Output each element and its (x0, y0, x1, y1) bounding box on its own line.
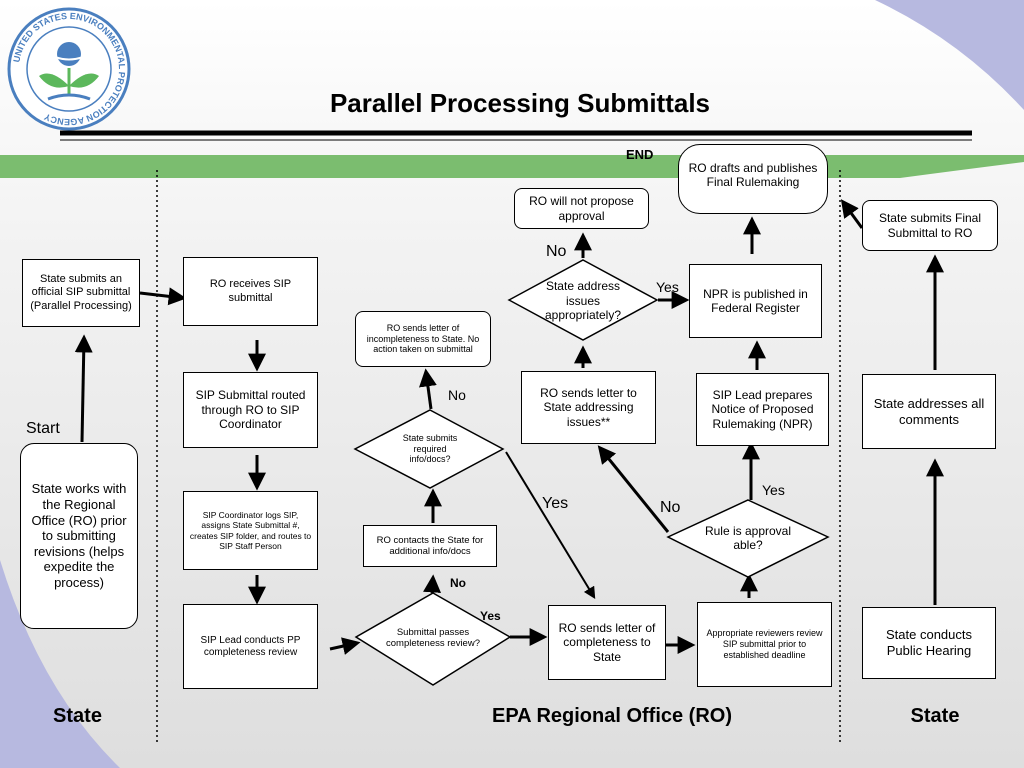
lane-label-epa: EPA Regional Office (RO) (491, 705, 733, 727)
lane-label-state-left: State (53, 705, 102, 727)
decision-diamonds (353, 259, 830, 686)
coordinator-logs-node: SIP Coordinator logs SIP, assigns State … (183, 491, 318, 570)
diamond-address-issues (507, 259, 659, 341)
end-label: END (626, 147, 654, 162)
start-label: Start (26, 420, 60, 437)
arrow-state-works-to-submit (74, 334, 93, 443)
diamond-rule-approvable (666, 499, 830, 578)
diamond-completeness-review (354, 592, 512, 686)
green-band (0, 155, 1024, 178)
epa-logo: UNITED STATES ENVIRONMENTAL PROTECTION A… (7, 7, 131, 131)
will-not-propose-node: RO will not propose approval (514, 188, 649, 229)
ro-receives-node: RO receives SIP submittal (183, 257, 318, 326)
addresses-comments-node: State addresses all comments (862, 374, 996, 449)
purple-corner-top-right (875, 0, 1024, 110)
address-issues-text: State address issues appropriately? (544, 279, 622, 323)
reviewers-node: Appropriate reviewers review SIP submitt… (697, 602, 832, 687)
edge-label-no-required: No (448, 387, 466, 403)
edge-label-no-completeness: No (450, 576, 466, 590)
public-hearing-node: State conducts Public Hearing (862, 607, 996, 679)
edge-label-yes-completeness: Yes (480, 609, 501, 623)
final-rulemaking-node: RO drafts and publishes Final Rulemaking (678, 144, 828, 214)
incompleteness-letter-node: RO sends letter of incompleteness to Sta… (355, 311, 491, 367)
edge-label-yes-required: Yes (542, 495, 569, 512)
arrow-final-submittal-to-rulemaking (840, 199, 864, 229)
state-works-node: State works with the Regional Office (RO… (20, 443, 138, 629)
final-submittal-node: State submits Final Submittal to RO (862, 200, 998, 251)
purple-corner-bottom-left (0, 560, 120, 768)
arrow-required-to-incompleteness (419, 368, 437, 410)
lane-label-state-right: State (910, 705, 960, 727)
state-submits-official-node: State submits an official SIP submittal … (22, 259, 140, 327)
arrow-required-yes-to-letter (505, 451, 596, 600)
rule-approvable-text: Rule is approval able? (704, 523, 792, 552)
state-submits-required-text: State submits required info/docs? (402, 432, 458, 465)
arrow-rule-to-letter-issues (597, 445, 670, 533)
completeness-review-text: Submittal passes completeness review? (386, 626, 480, 649)
ro-contacts-node: RO contacts the State for additional inf… (363, 525, 497, 567)
lead-conducts-node: SIP Lead conducts PP completeness review (183, 604, 318, 689)
flow-arrows (74, 199, 944, 655)
arrow-lead-to-completeness (329, 637, 361, 655)
diamond-required-docs (353, 409, 505, 489)
edge-label-yes-address: Yes (656, 279, 679, 295)
lead-prepares-node: SIP Lead prepares Notice of Proposed Rul… (696, 373, 829, 446)
edge-label-no-rule: No (660, 499, 681, 516)
routed-node: SIP Submittal routed through RO to SIP C… (183, 372, 318, 448)
arrow-completeness-to-contacts (423, 574, 442, 594)
npr-published-node: NPR is published in Federal Register (689, 264, 822, 338)
arrow-submit-to-receive (139, 287, 187, 306)
edge-label-yes-rule: Yes (762, 482, 785, 498)
completeness-letter-node: RO sends letter of completeness to State (548, 605, 666, 680)
letter-issues-node: RO sends letter to State addressing issu… (521, 371, 656, 444)
edge-label-no-address: No (546, 243, 567, 260)
page-title: Parallel Processing Submittals (329, 88, 711, 118)
